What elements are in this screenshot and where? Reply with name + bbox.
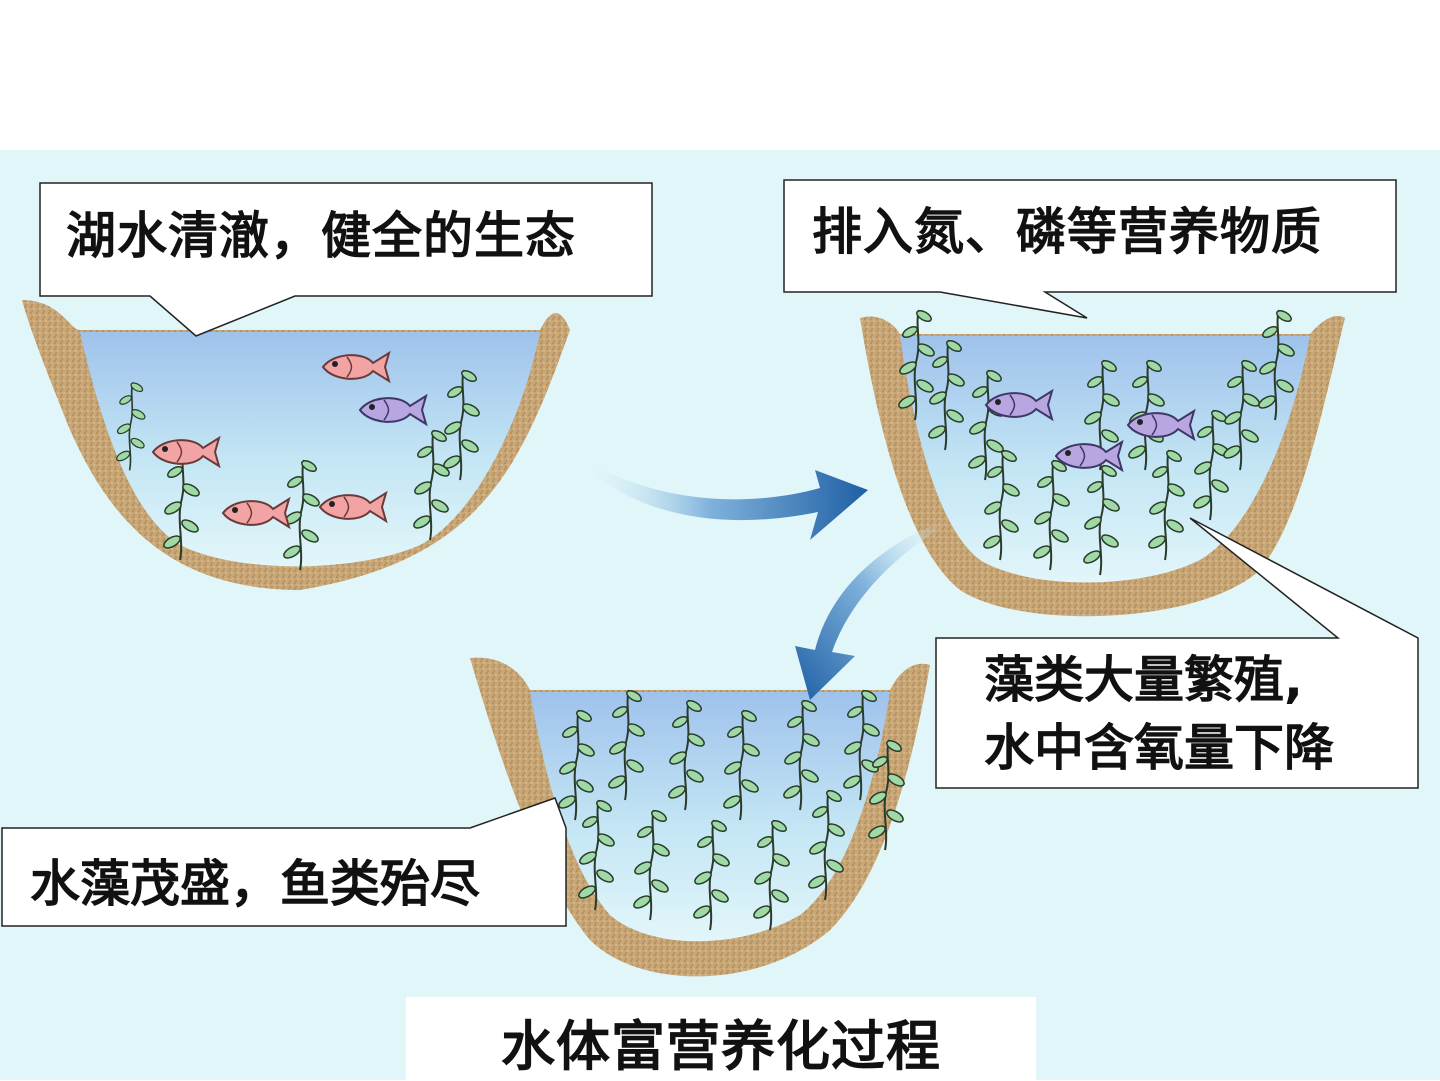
callout-nutrients-text: 排入氮、磷等营养物质 — [812, 203, 1322, 261]
callout-overgrowth-text: 水藻茂盛，鱼类殆尽 — [30, 855, 480, 913]
pond-healthy — [22, 300, 570, 590]
diagram-title: 水体富营养化过程 — [501, 1015, 941, 1078]
callout-algae-line2: 水中含氧量下降 — [984, 719, 1334, 777]
title-panel — [406, 997, 1036, 1080]
callout-nutrients-box — [783, 179, 1397, 319]
callout-algae-text: 藻类大量繁殖, 水中含氧量下降 — [984, 646, 1334, 782]
callout-healthy-box — [39, 182, 653, 337]
flow-arrow-down — [795, 520, 945, 700]
callout-healthy-text: 湖水清澈，健全的生态 — [66, 207, 576, 265]
callout-algae-box — [935, 517, 1419, 789]
callout-overgrowth-box — [1, 797, 567, 927]
flow-arrow-right — [580, 458, 868, 540]
pond-eutrophic — [470, 657, 930, 977]
pond-healthy-water — [80, 332, 540, 567]
callout-algae-line1: 藻类大量繁殖, — [984, 651, 1303, 709]
